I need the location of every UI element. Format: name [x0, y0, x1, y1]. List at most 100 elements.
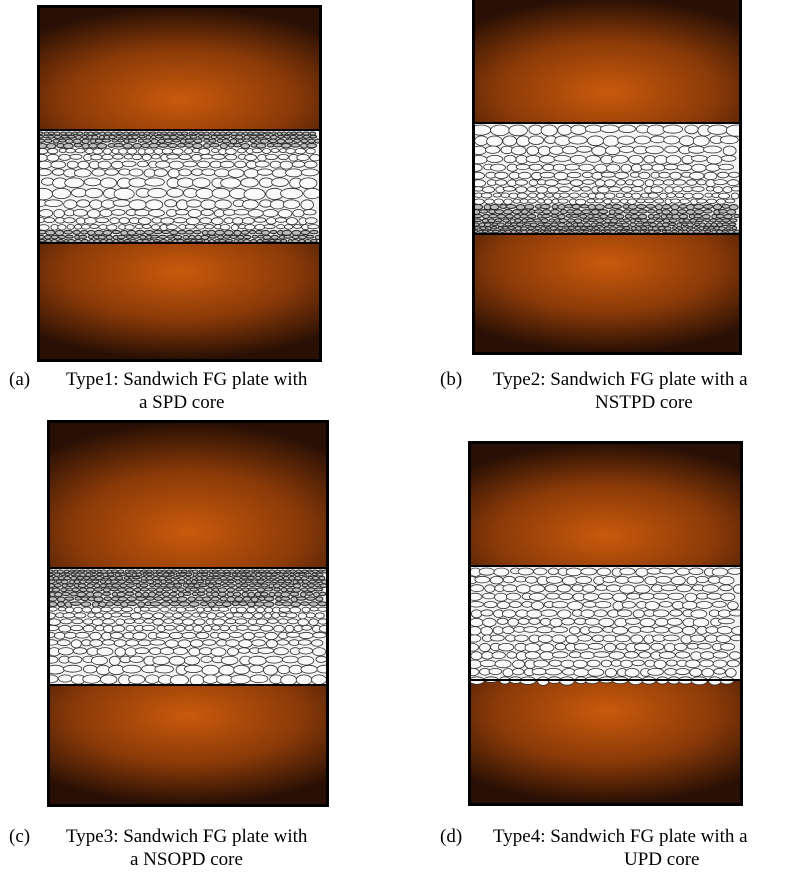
pore-cell: [574, 226, 582, 231]
pore-cell: [104, 168, 119, 176]
pore-cell: [614, 213, 625, 220]
pore-cell: [686, 642, 700, 650]
pore-cell: [705, 626, 720, 634]
pore-cell: [629, 209, 639, 215]
pore-cell: [64, 138, 74, 144]
pore-cell: [297, 655, 315, 666]
pore-cell: [711, 229, 718, 234]
pore-cell: [74, 168, 92, 178]
pore-cell: [724, 198, 736, 204]
pore-cell: [175, 624, 186, 632]
pore-cell: [285, 148, 296, 154]
pore-cell: [51, 187, 72, 199]
pore-cell: [663, 634, 680, 642]
pore-cell: [265, 639, 278, 649]
pore-cell: [66, 583, 74, 588]
pore-cell: [685, 204, 696, 211]
pore-cell: [615, 575, 630, 584]
pore-cell: [85, 569, 91, 573]
pore-cell: [91, 655, 108, 666]
pore-cell: [582, 218, 590, 223]
pore-cell: [210, 596, 220, 602]
pore-cell: [133, 587, 142, 593]
pore-cell: [177, 177, 195, 188]
pore-cell: [158, 142, 169, 148]
pore-cell: [58, 674, 73, 683]
pore-cell: [70, 601, 82, 606]
pore-cell: [640, 226, 648, 231]
pore-cell: [631, 186, 644, 192]
pore-cell: [659, 567, 677, 575]
pore-cell: [247, 131, 254, 136]
pore-cell: [594, 163, 608, 173]
pore-cell: [517, 617, 530, 625]
pore-cell: [301, 583, 309, 588]
pore-cell: [279, 160, 293, 170]
pore-cell: [255, 575, 262, 581]
pore-cell: [494, 592, 508, 602]
pore-cell: [558, 186, 571, 193]
pore-cell: [544, 179, 559, 187]
pore-cell: [499, 229, 506, 234]
pore-cell: [515, 609, 529, 618]
pore-cell: [96, 664, 111, 676]
pore-cell: [545, 667, 562, 676]
pore-cell: [632, 609, 645, 619]
pore-cell: [733, 584, 740, 594]
pore-cell: [137, 148, 146, 155]
pore-cell: [259, 625, 274, 632]
pore-cell: [629, 171, 640, 178]
pore-cell: [60, 587, 68, 593]
pore-cell: [76, 591, 87, 598]
pore-cell: [529, 584, 545, 593]
pore-cell: [275, 217, 287, 223]
pore-cell: [488, 213, 498, 219]
pore-cell: [512, 668, 525, 676]
pore-cell: [727, 179, 739, 187]
pore-cell: [111, 583, 121, 588]
pore-cell: [235, 587, 243, 592]
pore-cell: [668, 218, 678, 223]
pore-cell: [284, 138, 294, 144]
pore-cell: [154, 664, 174, 674]
pore-cell: [111, 569, 119, 574]
pore-cell: [50, 639, 59, 646]
pore-cell: [248, 583, 256, 588]
pore-cell: [507, 226, 516, 230]
pore-cell: [540, 203, 551, 210]
pore-cell: [166, 224, 178, 231]
pore-cell: [206, 612, 217, 620]
pore-cell: [308, 618, 319, 626]
pore-cell: [214, 199, 232, 210]
pore-cell: [621, 601, 636, 609]
pore-cell: [474, 575, 491, 584]
pore-cell: [102, 587, 111, 593]
pore-cell: [57, 606, 66, 612]
pore-cell: [50, 575, 54, 581]
pore-cell: [271, 131, 277, 135]
pore-cell: [126, 596, 137, 602]
pore-cell: [111, 209, 126, 216]
pore-cell: [634, 218, 642, 223]
pore-cell: [515, 186, 528, 194]
pore-cell: [583, 222, 591, 228]
pore-cell: [74, 596, 82, 601]
pore-cell: [558, 218, 568, 224]
pore-cell: [197, 587, 206, 593]
pore-cell: [153, 612, 165, 620]
pore-cell: [148, 142, 160, 149]
pore-cell: [50, 160, 67, 169]
pore-cell: [102, 229, 113, 236]
pore-cell: [493, 567, 510, 577]
caption-line2: NSTPD core: [595, 392, 693, 413]
pore-cell: [698, 226, 705, 231]
pore-cell: [528, 163, 543, 171]
pore-cell: [632, 229, 640, 234]
pore-cell: [101, 154, 114, 161]
pore-cell: [211, 625, 221, 631]
pore-cell: [82, 624, 95, 633]
pore-cell: [536, 192, 546, 199]
pore-cell: [253, 631, 266, 638]
pore-cell: [658, 651, 676, 659]
pore-cell: [292, 579, 299, 585]
